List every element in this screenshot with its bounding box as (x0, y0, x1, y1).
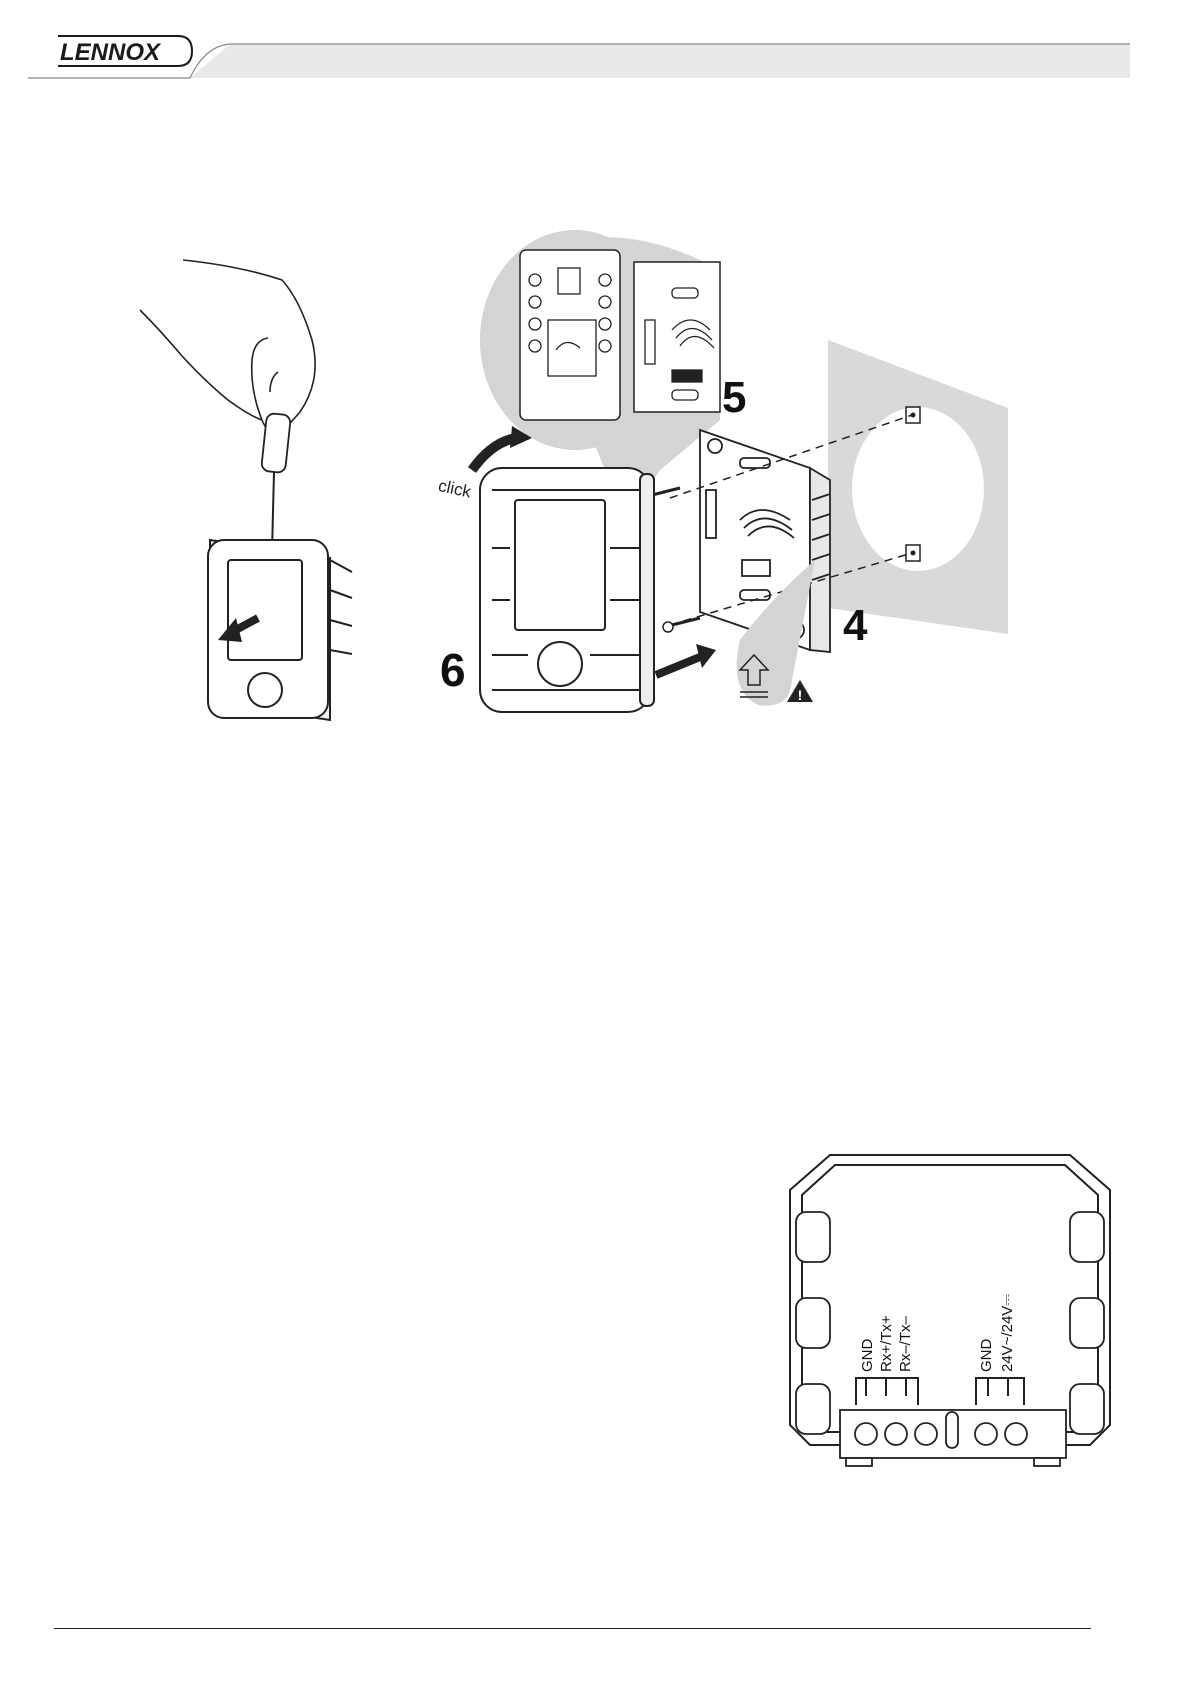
page-header: LENNOX (0, 0, 1191, 100)
hand-icon (140, 260, 315, 433)
terminal-block (840, 1410, 1066, 1466)
footer-rule (54, 1628, 1091, 1629)
zoom-callout (480, 230, 720, 500)
step-4-label: 4 (843, 601, 868, 650)
warning-symbol: ! (798, 687, 803, 703)
push-arrow-icon (656, 644, 716, 675)
front-device (480, 468, 654, 712)
wall-panel (828, 340, 1008, 634)
click-label: click (437, 476, 474, 502)
terminal-box-figure: GND Rx+/Tx+ Rx–/Tx– GND 24V~/24V⎓ (770, 1140, 1130, 1500)
step-6-label: 6 (440, 644, 466, 696)
terminal-label-gnd-bus: GND (859, 1339, 876, 1373)
brand-name: LENNOX (60, 39, 162, 66)
screwdriver-icon (261, 413, 291, 552)
removal-figure (130, 250, 370, 730)
lennox-logo: LENNOX (52, 32, 194, 70)
terminal-box-outline (790, 1155, 1110, 1445)
terminal-label-rx-plus: Rx+/Tx+ (878, 1315, 895, 1372)
terminal-label-rx-minus: Rx–/Tx– (897, 1315, 914, 1372)
terminal-label-24v: 24V~/24V⎓ (999, 1294, 1016, 1372)
step-5-label: 5 (722, 373, 746, 422)
terminal-label-gnd-power: GND (978, 1339, 995, 1373)
